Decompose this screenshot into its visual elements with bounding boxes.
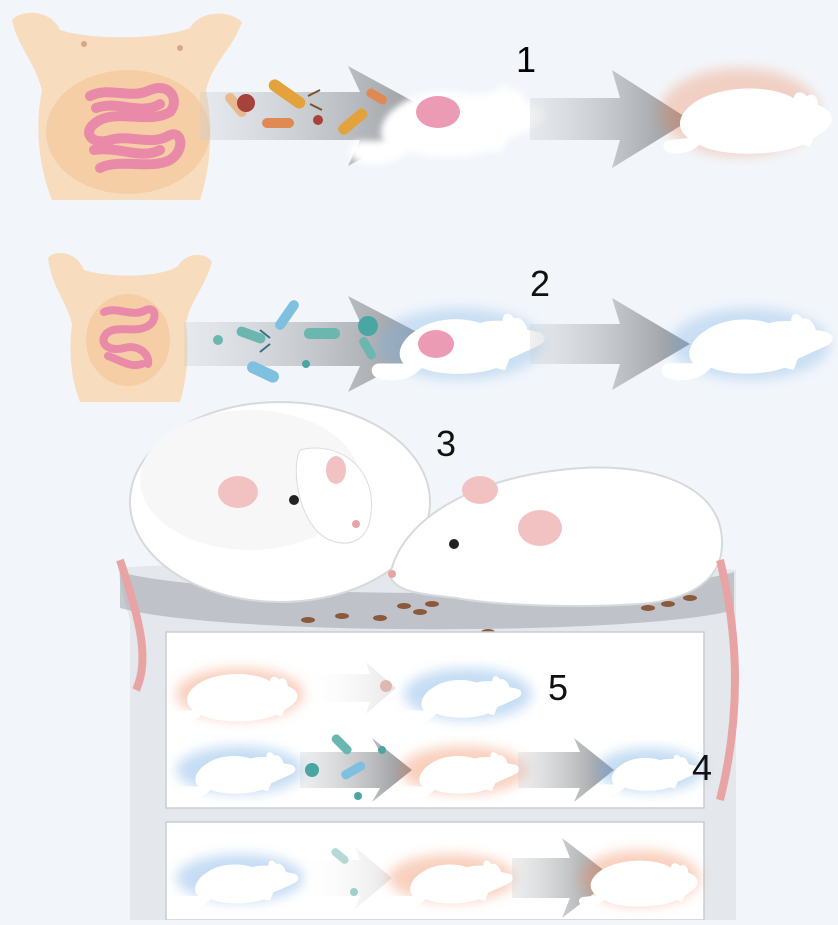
step-label-1: 1: [516, 39, 536, 80]
row-obese-donor: [12, 13, 832, 200]
panel-cohousing-outcomes: [166, 632, 704, 808]
panel-fecal-transfer-outcome: [166, 822, 704, 920]
recipient-mouse-lean: [372, 308, 545, 380]
lean-mouse-result: [662, 308, 833, 380]
step-label-4: 4: [692, 747, 712, 788]
step-label-5: 5: [548, 667, 568, 708]
obese-mouse-result: [660, 68, 832, 156]
row-lean-donor: [48, 253, 833, 402]
step-label-3: 3: [436, 423, 456, 464]
step-label-2: 2: [530, 263, 550, 304]
